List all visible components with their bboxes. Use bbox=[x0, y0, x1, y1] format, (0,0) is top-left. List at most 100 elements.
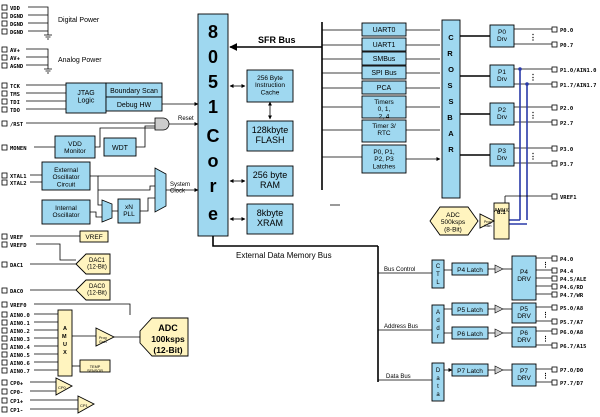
core-char-3: 1 bbox=[208, 97, 218, 117]
dac0-pin-label: DAC0 bbox=[10, 289, 23, 295]
analog-power-label: Analog Power bbox=[58, 57, 102, 64]
vref-block bbox=[79, 230, 109, 243]
vrefl-label: VREF1 bbox=[560, 195, 577, 201]
agnd-label: AGND bbox=[10, 64, 24, 70]
dac1-pin-label: DAC1 bbox=[10, 263, 24, 269]
ain-label-0: AIN0.0 bbox=[10, 313, 30, 319]
pin-p7-7 bbox=[551, 379, 558, 386]
p7-pin-label-1: P7.7/D7 bbox=[560, 381, 583, 387]
clock-mux-small bbox=[101, 199, 113, 223]
p3-first-label: P3.0 bbox=[560, 147, 573, 153]
ain-label-6: AIN0.6 bbox=[10, 361, 31, 367]
sfr-bus-label: SFR Bus bbox=[258, 35, 296, 45]
adc8-amux-label: AMUX bbox=[494, 208, 509, 214]
pin-p1-0 bbox=[551, 66, 558, 73]
pin-p0-0 bbox=[551, 26, 558, 33]
pin-ain0-3 bbox=[1, 335, 8, 342]
pin-p5-0 bbox=[551, 304, 558, 311]
pin-p4-6 bbox=[551, 283, 558, 290]
uart1-block bbox=[361, 37, 407, 52]
p4-pin-label-4: P4.7/WR bbox=[560, 293, 584, 299]
pin-tck bbox=[1, 82, 8, 89]
pin-p6-7 bbox=[551, 342, 558, 349]
p5-dots: ⋮ bbox=[542, 311, 549, 319]
p2-drv-block bbox=[489, 102, 515, 126]
p5-drv-block bbox=[511, 302, 537, 324]
cp1-comparator bbox=[77, 395, 95, 414]
p4-dots: ⋮ bbox=[542, 261, 549, 269]
analog-section: VREF VREFD VREF DAC1 DAC1(12-Bit) DAC0 D… bbox=[1, 230, 189, 414]
uart0-block bbox=[361, 22, 407, 37]
pin-vrefd bbox=[1, 241, 8, 248]
dgnd-label-2: DGND bbox=[10, 22, 24, 28]
jtag-pin-label-0: TCK bbox=[10, 84, 21, 90]
pin-cp0-minus bbox=[1, 388, 8, 395]
pin-av-2 bbox=[1, 54, 8, 61]
dac0-block bbox=[75, 279, 111, 301]
pin-p4-7 bbox=[551, 291, 558, 298]
core-char-0: 8 bbox=[208, 22, 218, 42]
p4-pin-label-0: P4.0 bbox=[560, 257, 573, 263]
adc12-bits: (12-Bit) bbox=[153, 345, 182, 355]
p0-drv-block bbox=[489, 24, 515, 48]
p5-pin-label-0: P5.0/A8 bbox=[560, 306, 583, 312]
av-label-1: AV+ bbox=[10, 48, 21, 54]
pin-tdi bbox=[1, 98, 8, 105]
ain-label-5: AIN0.5 bbox=[10, 353, 30, 359]
wdt-label: WDT bbox=[112, 145, 129, 152]
digital-power-label: Digital Power bbox=[58, 17, 100, 24]
reset-label: Reset bbox=[178, 116, 194, 122]
dgnd-label-3: DGND bbox=[10, 30, 24, 36]
dgnd-label-1: DGND bbox=[10, 14, 24, 20]
av-label-2: AV+ bbox=[10, 56, 21, 62]
p2-dots: ⋮ bbox=[529, 111, 537, 120]
pin-ain0-1 bbox=[1, 319, 8, 326]
adc12-block bbox=[139, 317, 189, 357]
adc12-title: ADC bbox=[158, 323, 178, 333]
adc8-block bbox=[429, 206, 479, 236]
spi-bus-label: SPI Bus bbox=[371, 70, 397, 77]
p6-drv-block bbox=[511, 326, 537, 348]
dac0-label: DAC0(12-Bit) bbox=[87, 284, 107, 297]
cp0-label: CP0 bbox=[58, 385, 67, 390]
flash-block bbox=[246, 120, 294, 152]
pin-p0-7 bbox=[551, 41, 558, 48]
pin-p2-7 bbox=[551, 119, 558, 126]
pin-p4-0 bbox=[551, 255, 558, 262]
p1-dots: ⋮ bbox=[529, 73, 537, 82]
vrefd-pin-label: VREFD bbox=[10, 243, 27, 249]
pin-p1-7 bbox=[551, 81, 558, 88]
timer3-label: Timer 3/RTC bbox=[372, 123, 396, 137]
ain-label-3: AIN0.3 bbox=[10, 337, 30, 343]
p4-drv-block bbox=[511, 255, 537, 301]
ctl-block bbox=[431, 259, 445, 289]
p0-dots: ⋮ bbox=[529, 33, 537, 42]
adc12-amux-block bbox=[57, 309, 73, 377]
dac1-block bbox=[75, 253, 111, 275]
debug-hw-label: Debug HW bbox=[117, 102, 152, 109]
vref-pin-label: VREF bbox=[10, 235, 23, 241]
addr-block bbox=[431, 304, 445, 344]
p0-last-label: P0.7 bbox=[560, 43, 573, 49]
p5-pin-label-1: P5.7/A7 bbox=[560, 320, 583, 326]
pin-ain0-5 bbox=[1, 351, 8, 358]
vref0-pin-label: VREF0 bbox=[10, 303, 27, 309]
